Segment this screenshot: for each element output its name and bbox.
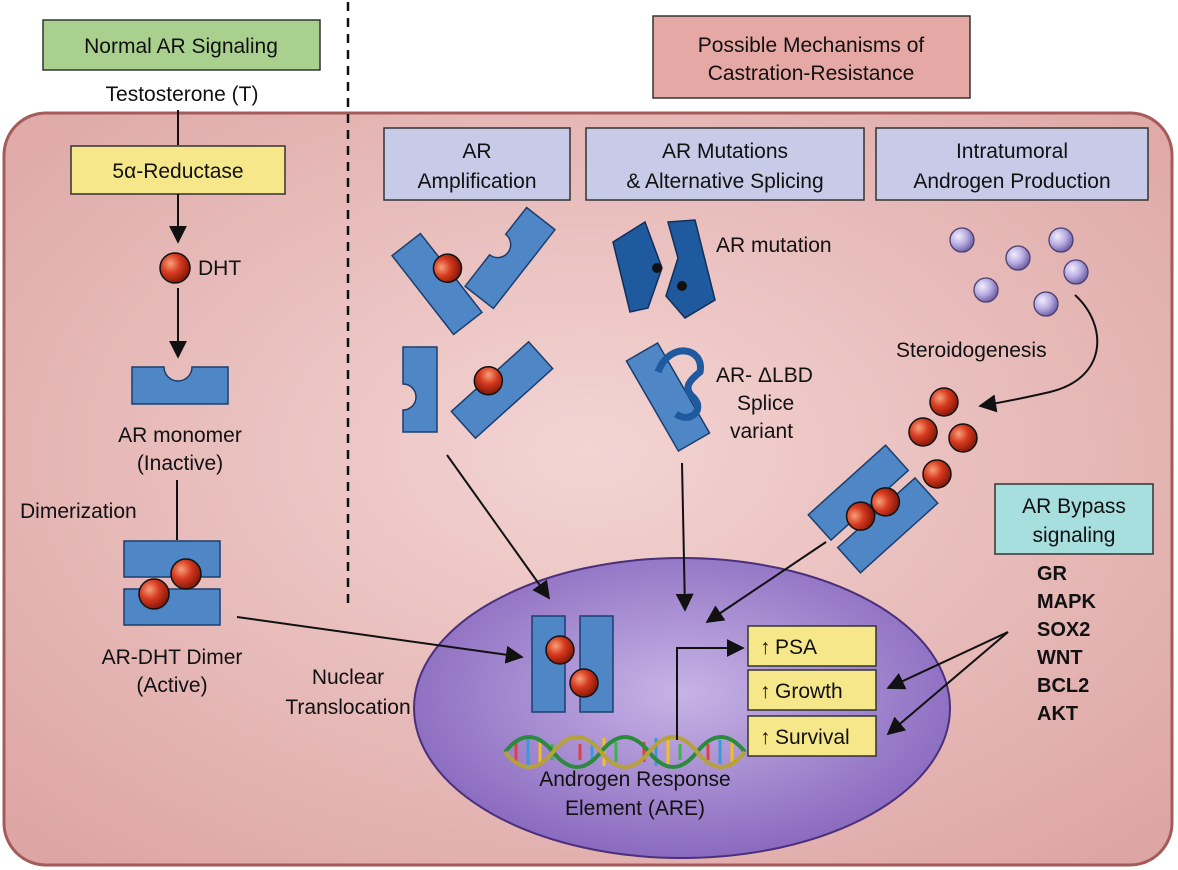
ar-mutation-receptor <box>612 219 716 319</box>
ar-dht-dimer <box>123 540 221 626</box>
nuclear-translocation-line1: Nuclear <box>312 666 384 689</box>
dht-molecule <box>159 252 191 284</box>
dna-helix <box>503 735 747 769</box>
output-psa-label: PSA <box>775 636 817 659</box>
bypass-item-gr: GR <box>1037 563 1068 585</box>
output-psa: ↑ PSA <box>747 625 877 667</box>
splice-variant-line1: AR- ΔLBD <box>716 364 813 387</box>
splice-variant-receptor <box>625 341 711 453</box>
reductase-box: 5α-Reductase <box>70 145 286 195</box>
androgen-precursors <box>949 227 1089 317</box>
mechanism-intratumoral: Intratumoral Androgen Production <box>875 127 1149 201</box>
bypass-to-survival-arrow <box>886 631 1009 736</box>
bypass-item-bcl2: BCL2 <box>1037 675 1089 697</box>
amplified-receptor-4 <box>450 340 554 440</box>
mechanism-mutations-line2: & Alternative Splicing <box>626 170 823 193</box>
bypass-header-line1: AR Bypass <box>1022 495 1126 518</box>
output-psa-arrow: ↑ <box>760 636 771 659</box>
output-survival-arrow: ↑ <box>760 726 771 749</box>
output-survival-label: Survival <box>775 726 850 749</box>
output-survival: ↑ Survival <box>747 715 877 757</box>
splice-variant-line3: variant <box>730 420 793 443</box>
ar-monomer-label: AR monomer <box>118 424 242 447</box>
mechanism-intratumoral-line2: Androgen Production <box>913 170 1110 193</box>
output-growth-label: Growth <box>775 680 843 703</box>
mechanism-mutations: AR Mutations & Alternative Splicing <box>585 127 865 201</box>
output-growth-arrow: ↑ <box>760 680 771 703</box>
splice-variant-line2: Splice <box>737 392 794 415</box>
mechanism-amplification-line1: AR <box>462 140 491 163</box>
steroidogenesis-arrow <box>978 294 1099 413</box>
transcription-arrow <box>676 639 745 740</box>
ar-monomer-state: (Inactive) <box>137 452 223 475</box>
mechanism-amplification-line2: Amplification <box>417 170 536 193</box>
amplified-receptor-1 <box>390 232 484 336</box>
nuclear-ar-dimer <box>531 615 614 713</box>
testosterone-label: Testosterone (T) <box>106 83 259 106</box>
ar-monomer-shape <box>131 366 229 405</box>
are-label-line2: Element (ARE) <box>565 797 705 820</box>
output-growth: ↑ Growth <box>747 669 877 711</box>
bypass-item-sox2: SOX2 <box>1037 619 1090 641</box>
bypass-item-akt: AKT <box>1037 703 1078 725</box>
dimer-state: (Active) <box>136 674 207 697</box>
splice-variant-arrow <box>675 462 694 612</box>
castration-resistance-header-line2: Castration-Resistance <box>708 62 915 85</box>
normal-signaling-header-text: Normal AR Signaling <box>84 35 278 58</box>
are-label-line1: Androgen Response <box>539 768 730 791</box>
synthesized-androgens <box>908 387 978 489</box>
bypass-item-wnt: WNT <box>1037 647 1083 669</box>
dimer-label: AR-DHT Dimer <box>102 646 243 669</box>
ar-mutation-label: AR mutation <box>716 234 832 257</box>
mechanism-mutations-line1: AR Mutations <box>662 140 788 163</box>
amplified-receptor-3 <box>402 346 438 433</box>
bypass-header: AR Bypass signaling <box>994 483 1154 555</box>
castration-resistance-header-line1: Possible Mechanisms of <box>698 34 925 57</box>
amplification-arrow <box>446 454 551 600</box>
castration-resistance-header: Possible Mechanisms of Castration-Resist… <box>652 15 971 99</box>
splice-variant-loop <box>654 347 704 421</box>
dht-label: DHT <box>198 257 241 280</box>
reductase-label: 5α-Reductase <box>112 160 243 183</box>
dimerization-label: Dimerization <box>20 500 137 523</box>
amplified-receptor-2 <box>463 206 557 310</box>
nuclear-translocation-line2: Translocation <box>285 696 410 719</box>
bypass-header-line2: signaling <box>1033 524 1116 547</box>
androgen-bound-dimer <box>807 444 939 574</box>
bypass-item-mapk: MAPK <box>1037 591 1096 613</box>
steroidogenesis-label: Steroidogenesis <box>896 339 1047 362</box>
bypass-list: GR MAPK SOX2 WNT BCL2 AKT <box>1037 563 1096 725</box>
intratumoral-arrow <box>705 541 827 624</box>
translocation-arrow <box>236 616 524 664</box>
mechanism-amplification: AR Amplification <box>383 127 571 201</box>
mechanism-intratumoral-line1: Intratumoral <box>956 140 1068 163</box>
normal-signaling-header: Normal AR Signaling <box>42 19 321 71</box>
bypass-to-growth-arrow <box>886 631 1009 690</box>
